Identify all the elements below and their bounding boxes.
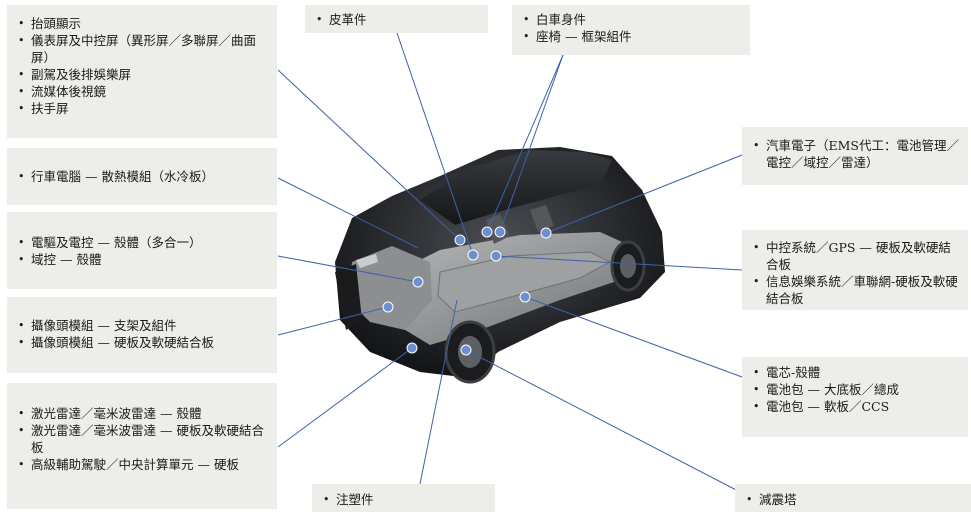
label-streaming-mirror: 流媒体後視鏡	[13, 83, 271, 100]
headlight	[356, 254, 378, 268]
leader-line	[277, 347, 413, 448]
label-camera-bracket: 攝像頭模組 — 支架及組件	[13, 317, 271, 334]
seat	[530, 205, 554, 232]
box-driving-computer: 行車電腦 — 散熱模組（水冷板）	[7, 148, 277, 205]
label-central-control-gps: 中控系統／GPS — 硬板及軟硬結合板	[748, 239, 962, 273]
highlight-dots	[382, 226, 552, 356]
box-displays: 抬頭顯示 儀表屏及中控屏（異形屏／多聯屏／曲面屏） 副駕及後排娛樂屏 流媒体後視…	[7, 5, 277, 138]
label-body-in-white: 白車身件	[518, 11, 744, 28]
box-body: 白車身件 座椅 — 框架組件	[512, 5, 750, 55]
leader-line	[419, 299, 458, 485]
leader-line	[277, 255, 419, 283]
label-instrument-screen: 儀表屏及中控屏（異形屏／多聯屏／曲面屏）	[13, 32, 271, 66]
front-engine-bay	[348, 246, 432, 330]
leader-line	[486, 54, 564, 233]
label-battery-fpc: 電池包 — 軟板／CCS	[748, 398, 962, 415]
label-seat-frame: 座椅 — 框架組件	[518, 28, 744, 45]
label-armrest-screen: 扶手屏	[13, 100, 271, 117]
label-rear-entertainment-screen: 副駕及後排娛樂屏	[13, 66, 271, 83]
part-dot	[454, 234, 466, 246]
label-battery-baseplate: 電池包 — 大底板／總成	[748, 381, 962, 398]
part-dot	[406, 342, 418, 354]
label-shock-tower: 減震塔	[741, 491, 965, 508]
label-domain-controller-housing: 域控 — 殼體	[13, 251, 271, 268]
box-motor-control: 電驅及電控 — 殼體（多合一） 域控 — 殼體	[7, 212, 277, 289]
leader-line	[396, 32, 474, 256]
connector-lines	[277, 32, 743, 494]
box-infotainment: 中控系統／GPS — 硬板及軟硬結合板 信息娛樂系統／車聯網-硬板及軟硬結合板	[742, 230, 968, 310]
part-dot	[481, 226, 493, 238]
box-injection-molding: 注塑件	[312, 484, 495, 512]
box-leather: 皮革件	[305, 5, 488, 33]
leader-line	[465, 349, 743, 494]
box-ems: 汽車電子（EMS代工：電池管理／電控／域控／雷達）	[742, 127, 968, 185]
part-dot	[460, 344, 472, 356]
label-injection-molded-parts: 注塑件	[318, 491, 489, 508]
part-dot	[382, 301, 394, 313]
part-dot	[467, 249, 479, 261]
label-cooling-module: 行車電腦 — 散熱模組（水冷板）	[13, 168, 271, 185]
label-leather: 皮革件	[311, 11, 482, 28]
box-camera: 攝像頭模組 — 支架及組件 攝像頭模組 — 硬板及軟硬結合板	[7, 297, 277, 373]
leader-line	[545, 154, 743, 234]
front-grille	[335, 264, 362, 330]
label-ems: 汽車電子（EMS代工：電池管理／電控／域控／雷達）	[748, 137, 962, 171]
label-motor-housing: 電驅及電控 — 殼體（多合一）	[13, 234, 271, 251]
leader-line	[277, 306, 389, 336]
label-radar-housing: 激光雷達／毫米波雷達 — 殼體	[13, 405, 271, 422]
box-radar: 激光雷達／毫米波雷達 — 殼體 激光雷達／毫米波雷達 — 硬板及軟硬結合板 高級…	[7, 383, 277, 509]
leader-line	[495, 255, 743, 271]
label-infotainment-telematics: 信息娛樂系統／車聯網-硬板及軟硬結合板	[748, 273, 962, 307]
leader-line	[277, 177, 419, 249]
leader-line	[277, 69, 461, 241]
label-radar-pcb: 激光雷達／毫米波雷達 — 硬板及軟硬結合板	[13, 422, 271, 456]
label-cell-housing: 電芯-殼體	[748, 364, 962, 381]
part-dot	[412, 276, 424, 288]
label-hud: 抬頭顯示	[13, 15, 271, 32]
battery-pack	[437, 251, 612, 313]
leader-line	[524, 296, 743, 378]
label-camera-pcb: 攝像頭模組 — 硬板及軟硬結合板	[13, 334, 271, 351]
part-dot	[540, 227, 552, 239]
box-shock-tower: 減震塔	[735, 484, 971, 512]
part-dot	[494, 226, 506, 238]
car-illustration	[335, 147, 665, 384]
part-dot	[519, 291, 531, 303]
box-battery: 電芯-殼體 電池包 — 大底板／總成 電池包 — 軟板／CCS	[742, 357, 968, 437]
leader-line	[499, 54, 564, 233]
label-adas-computing-pcb: 高級輔助駕駛／中央計算單元 — 硬板	[13, 456, 271, 473]
part-dot	[490, 250, 502, 262]
